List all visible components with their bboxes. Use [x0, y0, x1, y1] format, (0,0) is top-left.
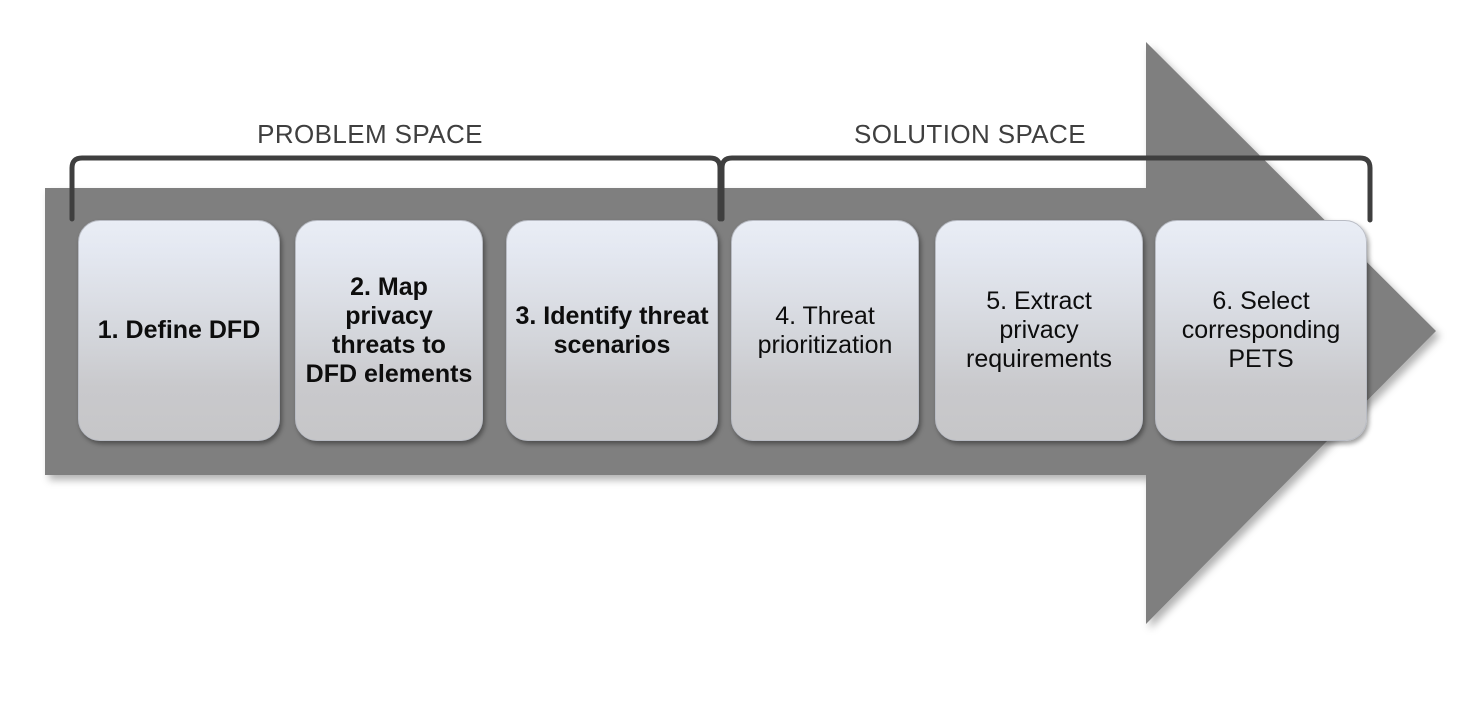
step-label-3: 3. Identify threat scenarios	[515, 301, 709, 359]
step-box-5-extract-privacy-requirements[interactable]: 5. Extract privacy requirements	[935, 220, 1143, 441]
step-label-4: 4. Threat prioritization	[757, 301, 893, 359]
step-label-6: 6. Select corresponding PETS	[1181, 287, 1341, 373]
step-label-1: 1. Define DFD	[97, 316, 261, 344]
step-label-5: 5. Extract privacy requirements	[966, 287, 1112, 373]
step-label-2: 2. Map privacy threats to DFD elements	[305, 272, 473, 388]
step-box-2-map-privacy-threats[interactable]: 2. Map privacy threats to DFD elements	[295, 220, 483, 441]
phase-label-problem-space: PROBLEM SPACE	[257, 119, 483, 149]
bracket-solution-space	[719, 155, 1373, 223]
step-box-6-select-corresponding-pets[interactable]: 6. Select corresponding PETS	[1155, 220, 1367, 441]
bracket-problem-space	[69, 155, 723, 222]
step-box-1-define-dfd[interactable]: 1. Define DFD	[78, 220, 280, 441]
phase-label-solution-space: SOLUTION SPACE	[854, 119, 1086, 149]
step-box-4-threat-prioritization[interactable]: 4. Threat prioritization	[731, 220, 919, 441]
step-box-3-identify-threat-scenarios[interactable]: 3. Identify threat scenarios	[506, 220, 718, 441]
